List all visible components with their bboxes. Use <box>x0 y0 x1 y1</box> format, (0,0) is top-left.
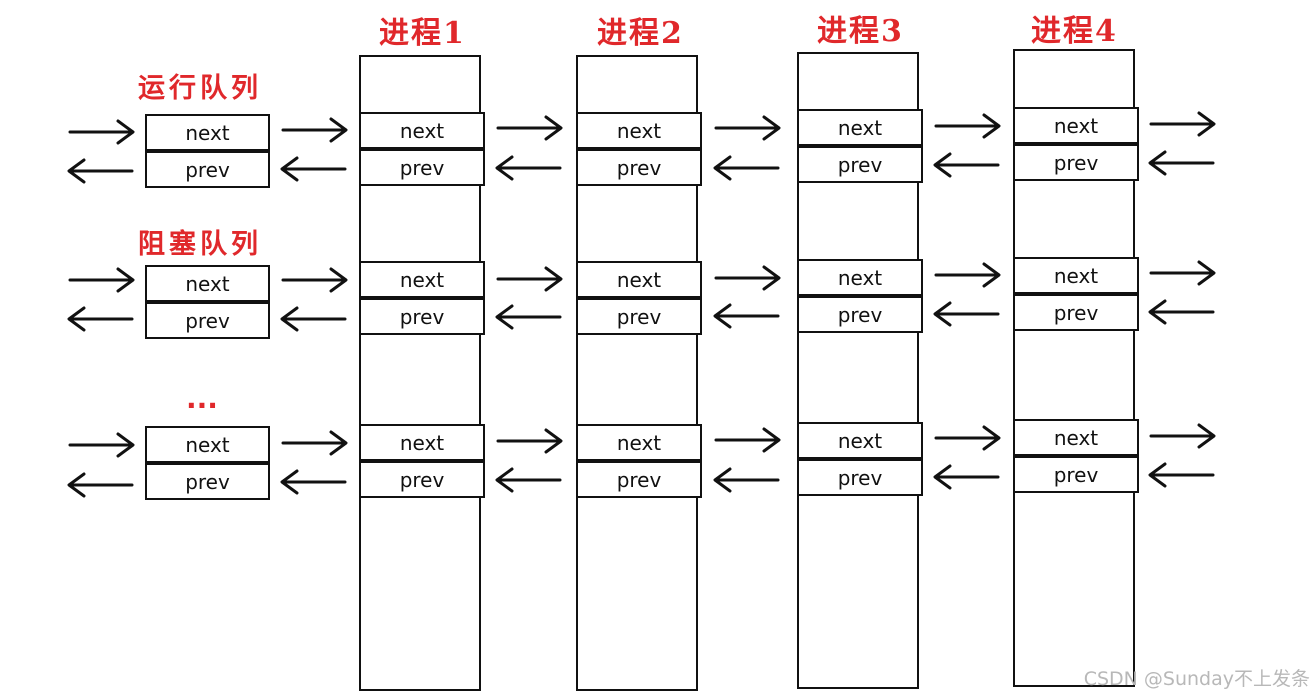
left-arrow-icon <box>933 301 1000 327</box>
run-queue-prev: prev <box>145 151 270 188</box>
p3-block-next: next <box>797 259 923 296</box>
p2-block-prev: prev <box>576 298 702 335</box>
left-arrow-icon <box>713 155 780 181</box>
left-arrow-icon <box>1148 150 1215 176</box>
right-arrow-icon <box>281 430 348 456</box>
right-arrow-icon <box>281 267 348 293</box>
p4-block-prev: prev <box>1013 294 1139 331</box>
watermark: CSDN @Sunday不上发条 <box>1083 668 1310 690</box>
right-arrow-icon <box>68 432 135 458</box>
left-arrow-icon <box>495 155 562 181</box>
right-arrow-icon <box>714 115 781 141</box>
right-arrow-icon <box>934 113 1001 139</box>
p4-more-next: next <box>1013 419 1139 456</box>
p2-run-next: next <box>576 112 702 149</box>
more-queues-ellipsis: ... <box>186 382 218 415</box>
p2-more-prev: prev <box>576 461 702 498</box>
p4-more-prev: prev <box>1013 456 1139 493</box>
right-arrow-icon <box>496 266 563 292</box>
left-arrow-icon <box>495 467 562 493</box>
right-arrow-icon <box>496 428 563 454</box>
p1-more-prev: prev <box>359 461 485 498</box>
right-arrow-icon <box>496 115 563 141</box>
p1-run-prev: prev <box>359 149 485 186</box>
right-arrow-icon <box>934 262 1001 288</box>
left-arrow-icon <box>67 158 134 184</box>
process-4-title: 进程4 <box>1031 14 1118 49</box>
p1-block-prev: prev <box>359 298 485 335</box>
block-queue-next: next <box>145 265 270 302</box>
process-3-title: 进程3 <box>817 14 904 49</box>
right-arrow-icon <box>1149 423 1216 449</box>
block-queue-label: 阻塞队列 <box>138 229 262 260</box>
p1-more-next: next <box>359 424 485 461</box>
left-arrow-icon <box>933 464 1000 490</box>
left-arrow-icon <box>280 469 347 495</box>
right-arrow-icon <box>1149 111 1216 137</box>
left-arrow-icon <box>67 306 134 332</box>
p4-run-next: next <box>1013 107 1139 144</box>
left-arrow-icon <box>67 472 134 498</box>
right-arrow-icon <box>1149 260 1216 286</box>
p1-block-next: next <box>359 261 485 298</box>
p3-run-prev: prev <box>797 146 923 183</box>
left-arrow-icon <box>713 467 780 493</box>
block-queue-prev: prev <box>145 302 270 339</box>
p3-run-next: next <box>797 109 923 146</box>
left-arrow-icon <box>1148 299 1215 325</box>
p3-block-prev: prev <box>797 296 923 333</box>
p2-block-next: next <box>576 261 702 298</box>
right-arrow-icon <box>714 265 781 291</box>
left-arrow-icon <box>280 306 347 332</box>
p1-run-next: next <box>359 112 485 149</box>
right-arrow-icon <box>934 425 1001 451</box>
left-arrow-icon <box>713 303 780 329</box>
p3-more-next: next <box>797 422 923 459</box>
more-queue-prev: prev <box>145 463 270 500</box>
p2-more-next: next <box>576 424 702 461</box>
p4-run-prev: prev <box>1013 144 1139 181</box>
left-arrow-icon <box>280 156 347 182</box>
process-2-title: 进程2 <box>597 16 684 51</box>
p3-more-prev: prev <box>797 459 923 496</box>
p2-run-prev: prev <box>576 149 702 186</box>
run-queue-next: next <box>145 114 270 151</box>
left-arrow-icon <box>933 152 1000 178</box>
left-arrow-icon <box>495 304 562 330</box>
left-arrow-icon <box>1148 462 1215 488</box>
more-queue-next: next <box>145 426 270 463</box>
right-arrow-icon <box>714 427 781 453</box>
right-arrow-icon <box>68 119 135 145</box>
run-queue-label: 运行队列 <box>138 73 262 104</box>
process-1-title: 进程1 <box>379 16 466 51</box>
p4-block-next: next <box>1013 257 1139 294</box>
right-arrow-icon <box>281 117 348 143</box>
right-arrow-icon <box>68 267 135 293</box>
